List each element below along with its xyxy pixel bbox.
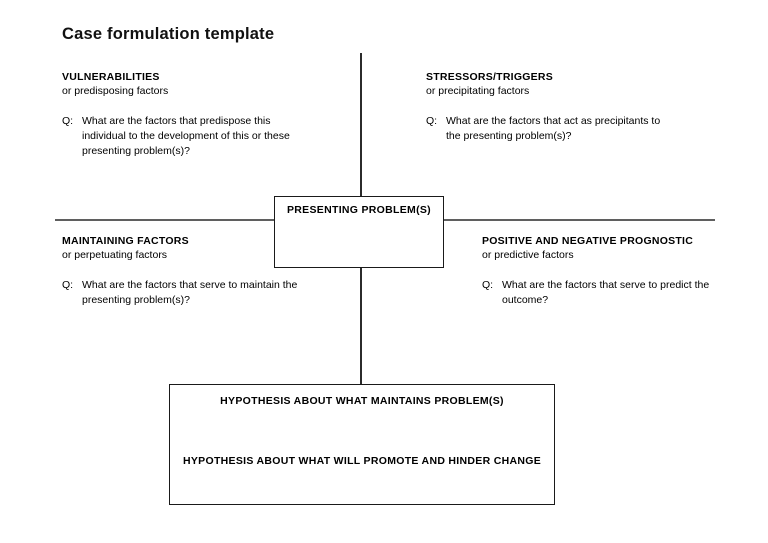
question-text: What are the factors that serve to predi…	[502, 279, 710, 306]
quadrant-positive-negative-prognostic-subheading: or predictive factors	[482, 249, 574, 261]
page-title: Case formulation template	[62, 25, 275, 43]
quadrant-stressors-triggers-subheading: or precipitating factors	[426, 85, 530, 97]
quadrant-stressors-triggers-question: Q: What are the factors that act as prec…	[426, 114, 676, 144]
horizontal-divider-left-line	[55, 219, 274, 221]
quadrant-maintaining-factors-question: Q: What are the factors that serve to ma…	[62, 278, 312, 308]
presenting-problem-label: PRESENTING PROBLEM(S)	[287, 204, 431, 216]
quadrant-positive-negative-prognostic-question: Q: What are the factors that serve to pr…	[482, 278, 730, 308]
hypothesis-maintains-label: HYPOTHESIS ABOUT WHAT MAINTAINS PROBLEM(…	[220, 395, 504, 407]
question-label: Q:	[426, 115, 438, 127]
quadrant-vulnerabilities-subheading: or predisposing factors	[62, 85, 169, 97]
vertical-connector-top-line	[360, 53, 362, 196]
quadrant-maintaining-factors-subheading: or perpetuating factors	[62, 249, 168, 261]
question-label: Q:	[62, 279, 74, 291]
quadrant-stressors-triggers-heading: STRESSORS/TRIGGERS	[426, 71, 554, 83]
question-label: Q:	[62, 115, 74, 127]
question-text: What are the factors that predispose thi…	[82, 115, 290, 157]
vertical-connector-bottom-line	[360, 268, 362, 384]
quadrant-positive-negative-prognostic-heading: POSITIVE AND NEGATIVE PROGNOSTIC	[482, 235, 694, 247]
presenting-problem-box[interactable]: PRESENTING PROBLEM(S)	[274, 196, 444, 268]
quadrant-stressors-triggers: STRESSORS/TRIGGERS or precipitating fact…	[426, 70, 676, 144]
quadrant-maintaining-factors: MAINTAINING FACTORS or perpetuating fact…	[62, 234, 312, 308]
hypothesis-change-label: HYPOTHESIS ABOUT WHAT WILL PROMOTE AND H…	[182, 455, 541, 467]
hypothesis-box[interactable]: HYPOTHESIS ABOUT WHAT MAINTAINS PROBLEM(…	[169, 384, 555, 505]
quadrant-vulnerabilities: VULNERABILITIES or predisposing factors …	[62, 70, 312, 159]
horizontal-divider-right-line	[444, 219, 715, 221]
question-label: Q:	[482, 279, 494, 291]
quadrant-maintaining-factors-heading: MAINTAINING FACTORS	[62, 235, 189, 247]
quadrant-vulnerabilities-question: Q: What are the factors that predispose …	[62, 114, 312, 159]
quadrant-positive-negative-prognostic: POSITIVE AND NEGATIVE PROGNOSTIC or pred…	[482, 234, 730, 308]
question-text: What are the factors that serve to maint…	[82, 279, 298, 306]
question-text: What are the factors that act as precipi…	[446, 115, 661, 142]
quadrant-vulnerabilities-heading: VULNERABILITIES	[62, 71, 160, 83]
